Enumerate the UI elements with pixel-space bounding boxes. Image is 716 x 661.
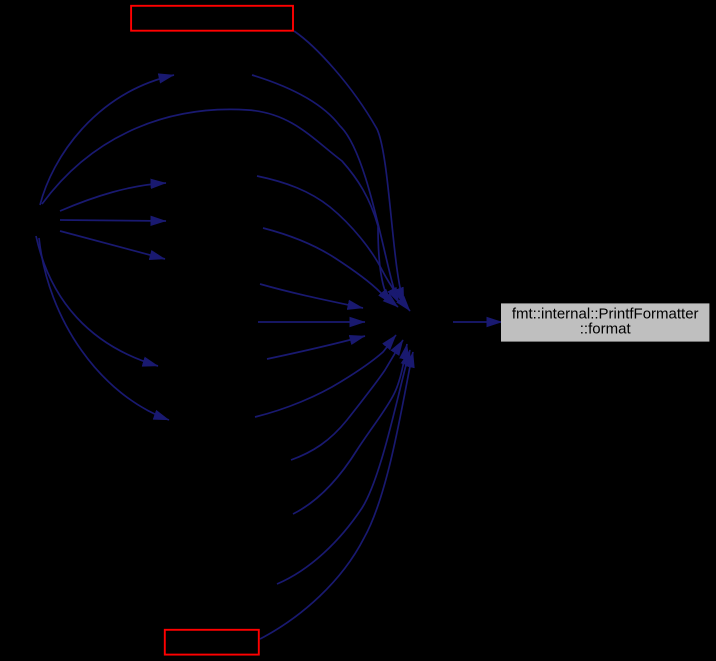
svg-text:fmt::internal::PrintfFormatter: fmt::internal::PrintfFormatter: [512, 305, 699, 322]
svg-text:::format: ::format: [580, 321, 632, 338]
